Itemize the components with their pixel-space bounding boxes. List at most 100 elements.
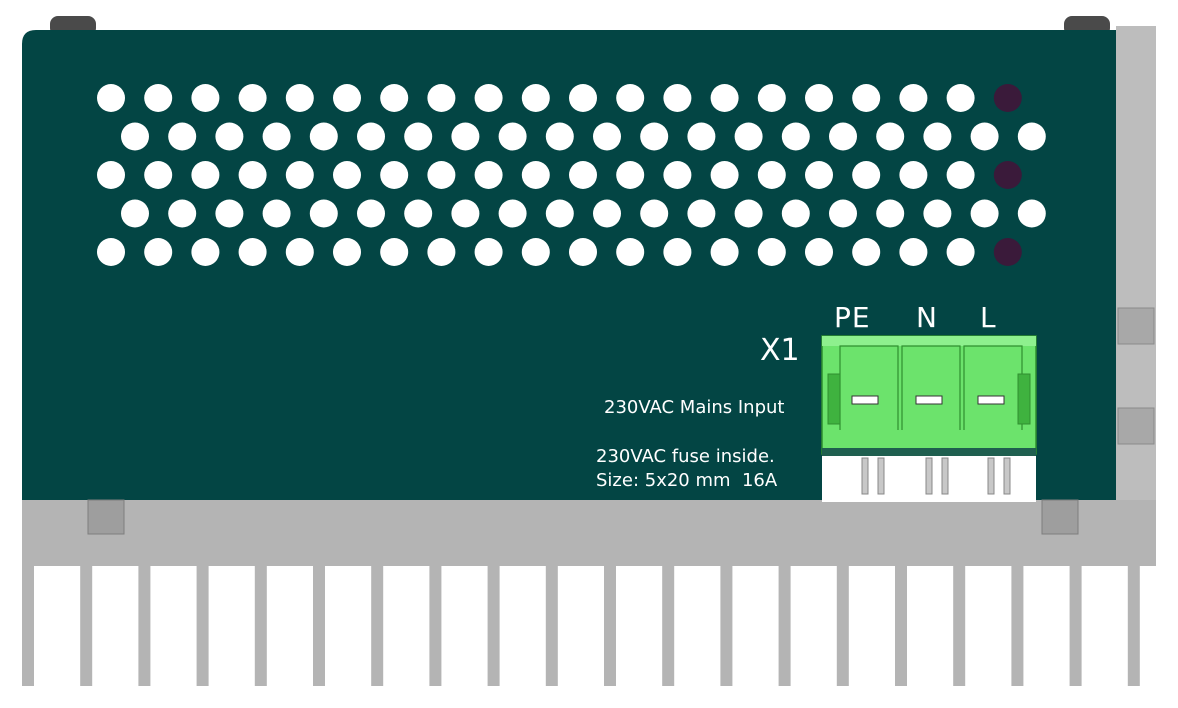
vent-hole: [404, 122, 433, 151]
vent-hole: [238, 84, 267, 112]
vent-hole: [993, 84, 1022, 112]
vent-hole: [829, 199, 857, 228]
heatsink-fin: [720, 560, 733, 686]
terminal-pins: [861, 457, 1011, 495]
vent-hole: [97, 84, 125, 112]
heatsink-fin: [1069, 560, 1082, 686]
vent-hole: [262, 199, 291, 228]
vent-hole: [710, 84, 739, 112]
vent-hole: [946, 238, 975, 266]
vent-hole: [616, 161, 645, 189]
vent-hole: [852, 84, 881, 112]
terminal-block: [821, 335, 1037, 455]
vent-hole: [616, 84, 645, 112]
vent-hole: [829, 122, 857, 151]
fuse-info-line1: 230VAC fuse inside.: [596, 446, 775, 467]
terminal-screw-slots: [851, 395, 1005, 405]
vent-hole: [545, 122, 574, 151]
vent-hole: [191, 238, 220, 266]
vent-hole: [168, 199, 197, 228]
vent-hole: [404, 199, 433, 228]
vent-hole: [144, 161, 173, 189]
vent-hole: [357, 122, 385, 151]
bottom-screw-left: [87, 499, 125, 535]
vent-hole: [97, 238, 125, 266]
vent-hole: [451, 122, 480, 151]
vent-hole: [215, 199, 244, 228]
heatsink-fin: [371, 560, 384, 686]
vent-hole: [168, 122, 197, 151]
vent-hole: [923, 199, 952, 228]
vent-hole: [474, 238, 503, 266]
vent-hole: [640, 199, 669, 228]
vent-hole: [97, 161, 125, 189]
vent-hole: [215, 122, 244, 151]
vent-hole: [757, 238, 786, 266]
pin-label-pe: PE: [834, 301, 871, 334]
vent-hole: [380, 84, 409, 112]
vent-hole: [710, 161, 739, 189]
heatsink-fin: [778, 560, 791, 686]
heatsink-fin: [429, 560, 442, 686]
vent-hole: [238, 161, 267, 189]
vent-hole: [640, 122, 669, 151]
vent-hole: [285, 161, 314, 189]
heatsink-fin: [1127, 560, 1140, 686]
vent-hole: [876, 122, 905, 151]
vent-hole: [946, 84, 975, 112]
vent-hole: [569, 161, 597, 189]
vent-hole: [285, 84, 314, 112]
vent-hole: [498, 122, 527, 151]
vent-hole: [923, 122, 952, 151]
vent-hole: [262, 122, 291, 151]
vent-hole: [852, 238, 881, 266]
heatsink-fin: [895, 560, 907, 686]
vent-hole: [309, 122, 338, 151]
vent-hole: [687, 199, 716, 228]
vent-hole-grid: [97, 84, 1046, 266]
vent-hole: [191, 161, 220, 189]
heatsink-fin: [836, 560, 849, 686]
terminal-side-tab-right: [1017, 373, 1031, 425]
vent-hole: [427, 161, 456, 189]
heatsink-fin: [80, 560, 93, 686]
vent-hole: [734, 122, 763, 151]
vent-hole: [899, 84, 928, 112]
vent-hole: [757, 161, 786, 189]
vent-hole: [593, 122, 621, 151]
vent-hole: [757, 84, 786, 112]
vent-hole: [238, 238, 267, 266]
heatsink-fin: [196, 560, 209, 686]
vent-hole: [545, 199, 574, 228]
vent-hole: [993, 238, 1022, 266]
vent-hole: [521, 84, 550, 112]
heatsink-fin: [22, 560, 34, 686]
heatsink-fin: [487, 560, 500, 686]
vent-hole: [663, 238, 692, 266]
vent-hole: [144, 238, 173, 266]
heatsink-base: [22, 500, 1156, 566]
vent-hole: [710, 238, 739, 266]
vent-hole: [805, 84, 833, 112]
vent-hole: [474, 161, 503, 189]
vent-hole: [805, 161, 833, 189]
vent-hole: [1017, 199, 1046, 228]
vent-hole: [876, 199, 905, 228]
vent-hole: [474, 84, 503, 112]
bottom-screw-right: [1041, 499, 1079, 535]
vent-hole: [569, 84, 597, 112]
fuse-info-line2: Size: 5x20 mm 16A: [596, 470, 778, 491]
vent-hole: [333, 238, 361, 266]
heatsink-fin: [254, 560, 267, 686]
connector-id-label: X1: [760, 333, 800, 368]
vent-hole: [663, 161, 692, 189]
vent-hole: [380, 161, 409, 189]
vent-hole: [1017, 122, 1046, 151]
heatsink-fins: [22, 560, 1140, 686]
vent-hole: [357, 199, 385, 228]
vent-hole: [569, 238, 597, 266]
vent-hole: [970, 199, 999, 228]
heatsink-fin: [953, 560, 966, 686]
pin-label-l: L: [980, 301, 997, 334]
